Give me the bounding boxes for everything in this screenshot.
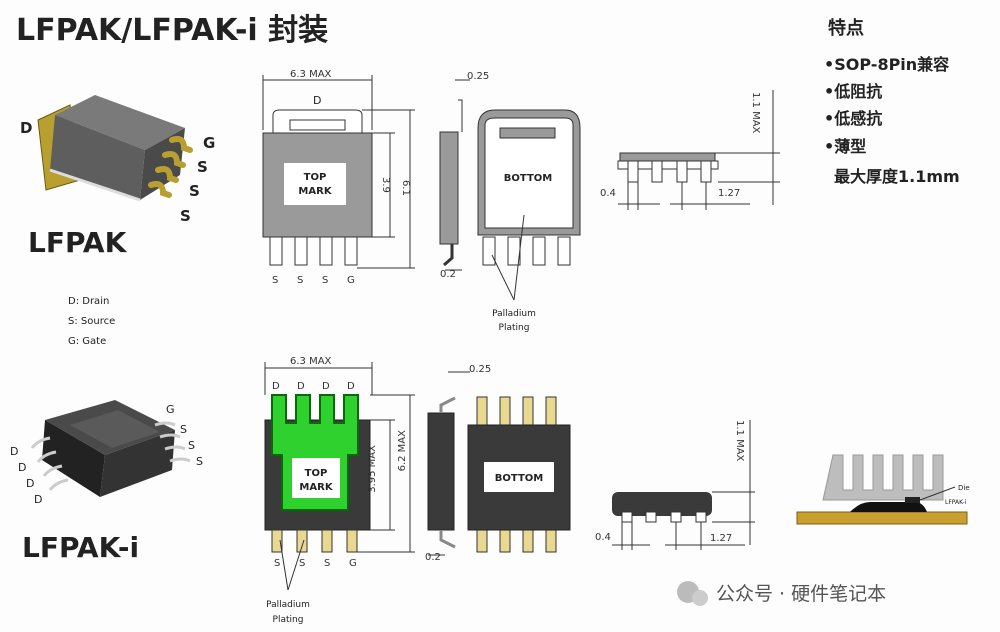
pin-label: S (324, 558, 330, 569)
die-label: Die (958, 484, 970, 492)
dimension-label: 3.9 (380, 177, 391, 193)
page-title: LFPAK/LFPAK-i 封装 (16, 13, 328, 48)
feature-item: •SOP-8Pin兼容 (824, 55, 949, 74)
pin-label: S (189, 182, 200, 200)
dimension-label: 0.2 (440, 269, 456, 280)
plating-label: Plating (499, 323, 530, 333)
lfpak-i-bottom-view: BOTTOM (467, 396, 571, 553)
feature-item: •薄型 (824, 137, 866, 156)
pin-label: S (322, 275, 328, 286)
dimension-label: 0.4 (595, 532, 611, 543)
dimension-label: 1.27 (710, 533, 732, 544)
dimension-label: 6.1 (400, 180, 411, 196)
bottom-label: BOTTOM (495, 473, 543, 484)
dimension-label: 1.1 MAX (734, 420, 745, 462)
dimension-label: 3.95 MAX (367, 445, 378, 493)
pin-label: D (272, 381, 280, 392)
pin-label: S (196, 455, 203, 468)
tab-label: D (313, 94, 321, 107)
lfpak-side-view: 0.25 0.2 (439, 71, 489, 280)
pin-label: S (297, 275, 303, 286)
pin-label: S (180, 423, 187, 436)
mark-text: MARK (299, 482, 333, 493)
dimension-label: 1.27 (718, 188, 740, 199)
mark-text: TOP (304, 172, 327, 183)
pin-legend: D: Drain S: Source G: Gate (68, 296, 115, 347)
dimension-label: 0.2 (425, 552, 441, 563)
plating-label: Palladium (492, 309, 536, 319)
dimension-label: 0.25 (467, 71, 489, 82)
feature-item: •低阻抗 (824, 82, 882, 101)
feature-item: •低感抗 (824, 109, 882, 128)
lfpak-top-view: 6.3 MAX D TOP MARK S S S G 3.9 6.1 (262, 69, 415, 286)
pin-label: G (203, 134, 215, 152)
pin-label: D (322, 381, 330, 392)
pin-label: G (166, 403, 175, 416)
pin-label: S (188, 439, 195, 452)
feature-note: 最大厚度1.1mm (834, 167, 960, 186)
pin-label: D (20, 119, 32, 137)
pin-label: D (10, 445, 18, 458)
plating-label: Plating (273, 615, 304, 625)
lfpak-i-top-view: 6.3 MAX D D D D TOP MARK S S S G 3.95 MA… (264, 356, 415, 625)
pin-label: G (349, 558, 357, 569)
pin-label: S (299, 558, 305, 569)
pin-label: D (34, 493, 42, 506)
pin-label: S (197, 158, 208, 176)
pin-label: S (274, 558, 280, 569)
dimension-label: 6.2 MAX (397, 430, 408, 472)
pin-label: G (347, 275, 355, 286)
legend-item: S: Source (68, 316, 115, 327)
lfpak-i-3d-illustration: G S S S D D D D (10, 400, 203, 506)
dimension-label: 6.3 MAX (290, 356, 332, 367)
features-list: 特点 •SOP-8Pin兼容 •低阻抗 •低感抗 •薄型 最大厚度1.1mm (824, 17, 960, 186)
legend-item: D: Drain (68, 296, 109, 307)
pin-label: D (26, 477, 34, 490)
bottom-label: BOTTOM (504, 173, 552, 184)
mark-text: MARK (298, 186, 332, 197)
heatsink-illustration: Die LFPAK-i (796, 454, 970, 525)
dimension-label: 0.4 (600, 188, 616, 199)
lfpak-i-label: LFPAK-i (22, 531, 139, 564)
dimension-label: 1.1 MAX (750, 92, 761, 134)
watermark: 公众号 · 硬件笔记本 (677, 581, 886, 606)
lfpak-i-profile-view: 1.1 MAX 0.4 1.27 (595, 420, 755, 550)
lfpak-3d-illustration: D G S S S (20, 95, 215, 225)
dimension-label: 6.3 MAX (290, 69, 332, 80)
pin-label: S (272, 275, 278, 286)
watermark-text: 公众号 · 硬件笔记本 (716, 583, 886, 605)
pin-label: D (18, 461, 26, 474)
pin-label: D (297, 381, 305, 392)
lfpak-i-side-view: 0.25 0.2 (425, 364, 491, 563)
legend-item: G: Gate (68, 336, 106, 347)
package-label: LFPAK-i (945, 499, 967, 506)
features-heading: 特点 (828, 17, 864, 39)
mark-text: TOP (305, 468, 328, 479)
lfpak-label: LFPAK (28, 226, 128, 259)
lfpak-profile-view: 1.1 MAX 0.4 1.27 (600, 90, 780, 210)
plating-label: Palladium (266, 600, 310, 610)
lfpak-bottom-view: BOTTOM Palladium Plating (477, 109, 581, 333)
pin-label: D (347, 381, 355, 392)
pin-label: S (180, 207, 191, 225)
dimension-label: 0.25 (469, 364, 491, 375)
